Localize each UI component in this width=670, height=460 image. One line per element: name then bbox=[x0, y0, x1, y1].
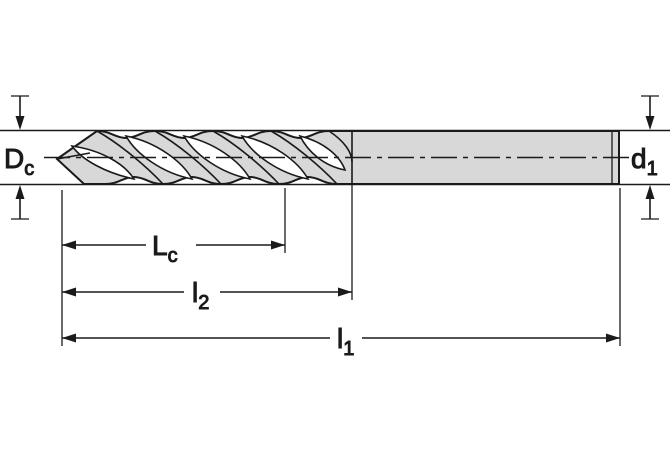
label-flute-length: Lc bbox=[152, 230, 178, 267]
l1-right-arrowhead bbox=[606, 333, 620, 343]
dim-dc bbox=[11, 95, 29, 220]
flute-leaf bbox=[298, 134, 347, 172]
dim-lc bbox=[62, 240, 285, 250]
flute-edge bbox=[96, 130, 164, 185]
label-length-l2: l2 bbox=[192, 277, 209, 314]
dc-bottom-arrowhead bbox=[15, 185, 25, 199]
dim-l2 bbox=[62, 287, 352, 297]
d1-bottom-arrowhead bbox=[645, 185, 655, 199]
dc-top-arrowhead bbox=[15, 116, 25, 130]
flute-lines bbox=[56, 130, 353, 185]
lc-right-arrowhead bbox=[271, 240, 285, 250]
flute-edge bbox=[270, 130, 338, 185]
l2-left-arrowhead bbox=[62, 287, 76, 297]
label-cutting-diameter: Dc bbox=[4, 143, 34, 180]
flute-leaf bbox=[124, 134, 194, 181]
d1-top-arrowhead bbox=[645, 116, 655, 130]
lc-left-arrowhead bbox=[62, 240, 76, 250]
flute-edge bbox=[154, 130, 222, 185]
flute-edge bbox=[212, 130, 280, 185]
dim-d1 bbox=[641, 95, 659, 220]
extension-lines bbox=[61, 184, 621, 346]
dim-l1 bbox=[62, 333, 620, 343]
l2-right-arrowhead bbox=[338, 287, 352, 297]
label-shank-diameter: d1 bbox=[631, 143, 658, 180]
label-overall-length: l1 bbox=[337, 323, 354, 360]
l1-left-arrowhead bbox=[62, 333, 76, 343]
